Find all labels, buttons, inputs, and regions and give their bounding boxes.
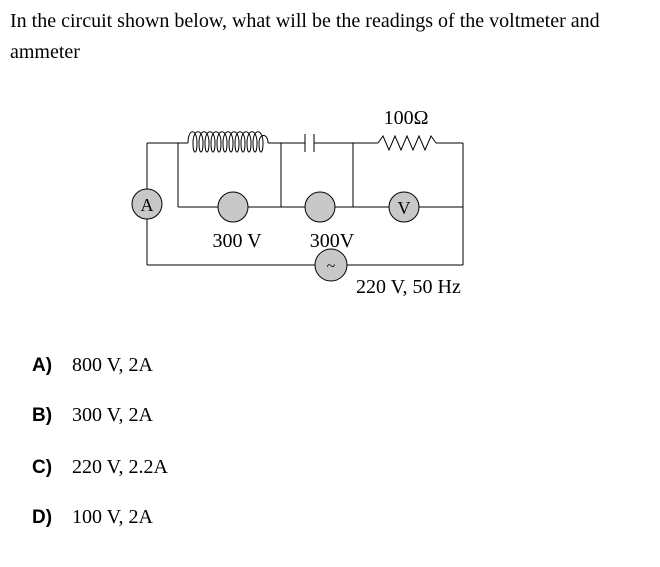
source-label: 220 V, 50 Hz: [356, 276, 461, 298]
question-text: In the circuit shown below, what will be…: [10, 10, 600, 63]
option-text: 220 V, 2.2A: [72, 456, 168, 478]
option-text: 100 V, 2A: [72, 506, 153, 528]
ac-source-circle: [314, 248, 348, 282]
option-b[interactable]: B) 300 V, 2A: [32, 404, 153, 427]
option-letter: A): [32, 355, 53, 376]
option-letter: B): [32, 405, 53, 426]
inductor-coil: [187, 131, 269, 153]
option-text: 300 V, 2A: [72, 404, 153, 426]
capacitor-voltmeter-circle: [304, 191, 336, 223]
inductor-meter-reading: 300 V: [212, 230, 262, 252]
voltmeter-symbol: V: [398, 198, 411, 218]
option-letter: C): [32, 457, 53, 478]
ac-source-symbol: ~: [327, 258, 336, 275]
voltmeter-circle: [388, 191, 420, 223]
option-a[interactable]: A) 800 V, 2A: [32, 354, 153, 377]
option-d[interactable]: D) 100 V, 2A: [32, 506, 153, 529]
ammeter-circle: [131, 188, 163, 220]
resistor-zigzag: [377, 134, 437, 152]
option-c[interactable]: C) 220 V, 2.2A: [32, 456, 168, 479]
resistor-label: 100Ω: [384, 107, 429, 129]
inductor-voltmeter-circle: [217, 191, 249, 223]
option-letter: D): [32, 507, 53, 528]
ammeter-symbol: A: [141, 195, 154, 215]
option-text: 800 V, 2A: [72, 354, 153, 376]
capacitor-meter-reading: 300V: [310, 230, 355, 252]
